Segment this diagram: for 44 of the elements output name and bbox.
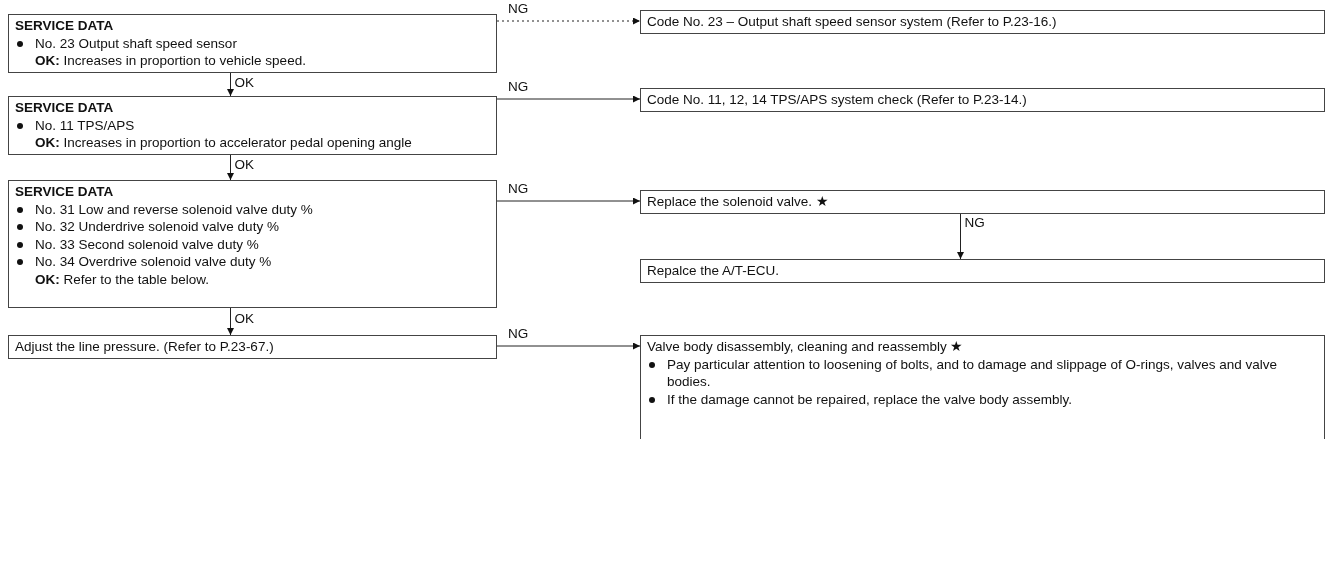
arrow	[496, 95, 641, 103]
box-text: Code No. 23 – Output shaft speed sensor system (Refer to P.23-16.)	[647, 13, 1058, 31]
box-text: Replace the solenoid valve. ★	[647, 193, 830, 211]
list-item: If the damage cannot be repaired, replace the valve body assembly.	[667, 390, 1072, 408]
process-box	[8, 335, 497, 359]
box-text: Code No. 11, 12, 14 TPS/APS system check (Refer to P.23-14.)	[647, 91, 1028, 109]
edge-label: OK	[233, 157, 255, 172]
list-item: Pay particular attention to loosening of bolts, and to damage and slippage of O-rings, valves and valve bodies.	[667, 355, 1279, 391]
edge-label: NG	[507, 326, 530, 341]
heading: SERVICE DATA	[15, 183, 115, 201]
process-box	[640, 335, 1325, 439]
edge-label: OK	[233, 311, 255, 326]
list-item: No. 11 TPS/APS	[35, 116, 135, 134]
edge-label: NG	[507, 181, 530, 196]
arrow	[496, 342, 641, 350]
edge-label: NG	[507, 1, 530, 16]
note-text: OK: Increases in proportion to accelerator pedal opening angle	[34, 134, 413, 152]
list-item: No. 33 Second solenoid valve duty %	[35, 235, 259, 253]
list-item: No. 32 Underdrive solenoid valve duty %	[35, 218, 279, 236]
process-box	[8, 14, 497, 73]
process-box	[8, 180, 497, 308]
arrow	[227, 71, 234, 97]
process-box	[640, 10, 1325, 34]
process-box	[640, 259, 1325, 283]
arrow	[227, 153, 234, 181]
box-text: Repalce the A/T-ECU.	[647, 262, 781, 280]
heading: SERVICE DATA	[15, 99, 115, 117]
box-text: Valve body disassembly, cleaning and reassembly ★	[647, 338, 965, 356]
note-text: OK: Refer to the table below.	[34, 270, 211, 288]
edge-label: OK	[233, 75, 255, 90]
edge-label: NG	[963, 215, 986, 230]
process-box	[640, 190, 1325, 214]
list-item: No. 34 Overdrive solenoid valve duty %	[35, 253, 272, 271]
heading: SERVICE DATA	[15, 17, 115, 35]
arrow	[227, 307, 234, 336]
list-item: No. 31 Low and reverse solenoid valve duty %	[35, 200, 313, 218]
note-text: OK: Increases in proportion to vehicle speed.	[34, 52, 307, 70]
list-item: No. 23 Output shaft speed sensor	[35, 34, 237, 52]
arrow	[496, 197, 641, 205]
box-text: Adjust the line pressure. (Refer to P.23-67.)	[15, 338, 275, 356]
edge-label: NG	[507, 79, 530, 94]
process-box	[640, 88, 1325, 112]
process-box	[8, 96, 497, 155]
arrow	[496, 17, 641, 25]
